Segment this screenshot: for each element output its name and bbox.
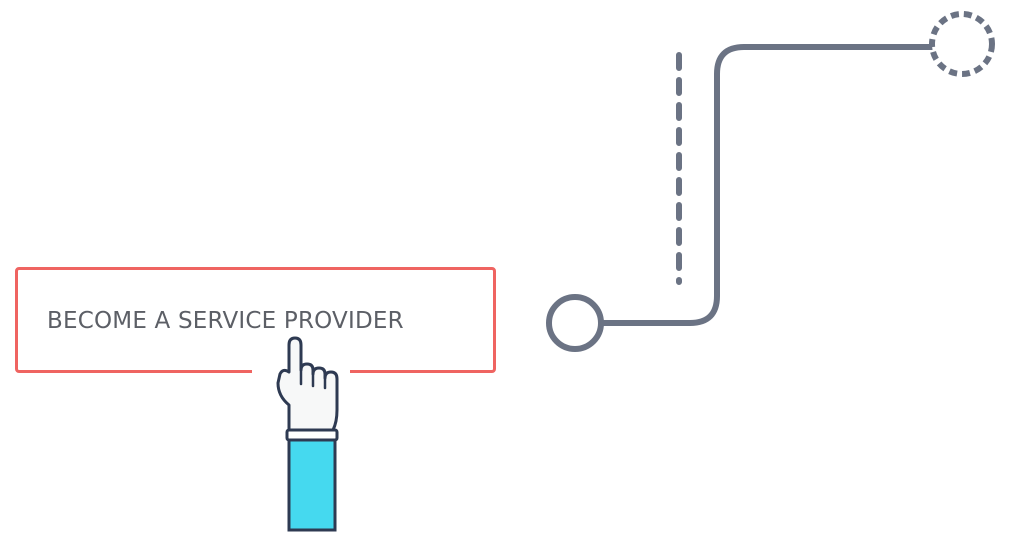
route-path: [600, 44, 935, 326]
become-service-provider-label: BECOME A SERVICE PROVIDER: [47, 308, 404, 334]
end-dashed-circle-icon: [929, 11, 995, 77]
become-service-provider-button[interactable]: BECOME A SERVICE PROVIDER: [15, 267, 496, 373]
start-circle-icon: [546, 294, 604, 352]
